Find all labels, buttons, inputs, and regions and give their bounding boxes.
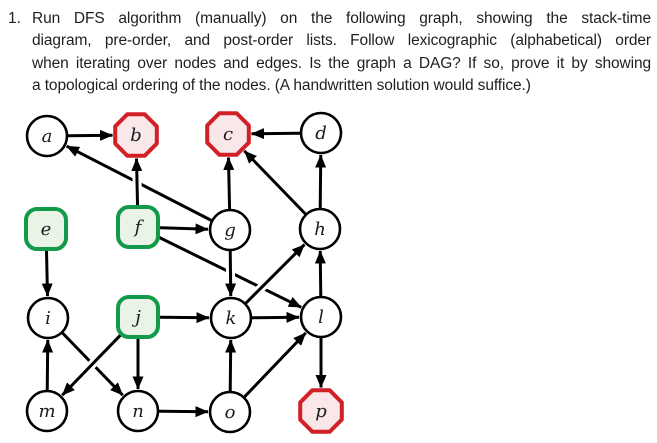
graph-node-n: n [116,389,160,433]
node-label-o: o [225,402,236,423]
graph-node-g: g [208,208,252,252]
node-label-e: e [41,219,52,240]
graph-node-k: k [209,296,253,340]
node-label-k: k [226,308,237,329]
graph-node-d: d [299,111,343,155]
node-label-j: j [131,307,141,328]
graph-node-m: m [25,389,69,433]
problem-text: Run DFS algorithm (manually) on the foll… [32,8,651,98]
edge-f-l [137,225,302,309]
node-label-g: g [224,220,236,241]
graph-node-p: p [298,388,344,434]
graph-node-b: b [113,112,159,158]
graph-node-j: j [116,295,160,339]
problem-text-line-4: a topological ordering of the nodes. (A … [32,77,531,95]
problem-text-line-1: Run DFS algorithm (manually) on the foll… [32,10,651,27]
node-label-b: b [130,125,142,146]
node-label-h: h [314,219,326,240]
node-label-d: d [315,123,327,144]
node-label-c: c [223,124,233,145]
graph-node-a: a [25,114,69,158]
problem-text-line-3: when iterating over nodes and edges. Is … [32,54,651,72]
problem-number: 1. [8,10,21,27]
node-label-p: p [315,401,327,422]
node-label-l: l [318,307,324,328]
node-label-i: i [45,308,51,329]
problem-text-line-2: diagram, pre-order, and post-order lists… [32,32,651,50]
graph-node-c: c [205,111,251,157]
graph-node-i: i [26,296,70,340]
problem-statement: 1. Run DFS algorithm (manually) on the f… [8,8,652,98]
node-label-a: a [42,126,53,147]
node-label-m: m [38,401,55,422]
graph-node-f: f [116,205,160,249]
graph-node-o: o [208,390,252,434]
graph-node-l: l [299,295,343,339]
node-label-n: n [132,401,144,422]
graph-node-e: e [24,207,68,251]
graph-node-h: h [298,207,342,251]
edge-g-a [65,144,231,232]
